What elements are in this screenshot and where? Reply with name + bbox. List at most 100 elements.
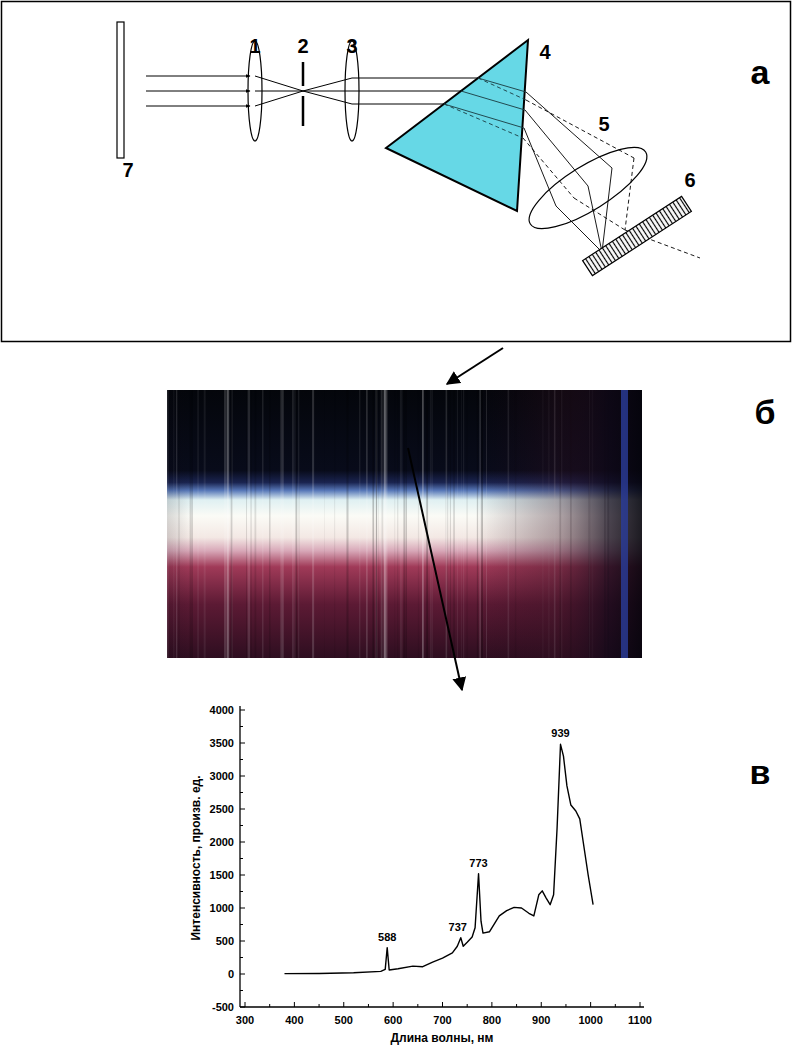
slit-jaw (302, 96, 305, 126)
tick-mark (467, 1004, 468, 1007)
tick-label: 1000 (210, 903, 234, 914)
tick-mark (240, 842, 245, 843)
ray (526, 100, 634, 158)
ray (574, 198, 625, 230)
ray (352, 78, 478, 79)
ray (523, 138, 574, 198)
callout-number: 4 (539, 42, 550, 62)
panel-arrow (408, 448, 462, 690)
callout-number: 1 (249, 36, 260, 56)
tick-label: 2500 (210, 804, 234, 815)
tick-label: 4000 (210, 705, 234, 716)
ray (352, 91, 461, 92)
ray (146, 76, 250, 77)
tick-label: 2000 (210, 837, 234, 848)
tick-label: -500 (212, 1002, 234, 1013)
callout-number: 2 (297, 36, 308, 56)
sample-plate (117, 22, 124, 158)
dispersed-rays (523, 92, 700, 258)
tick-mark (294, 1002, 295, 1007)
ray (146, 91, 250, 92)
detector-array (583, 196, 692, 275)
prism (386, 40, 528, 211)
tick-label: 500 (335, 1015, 353, 1026)
tick-mark (565, 1004, 566, 1007)
y-axis (239, 706, 240, 1007)
panel-arrow (447, 348, 503, 384)
tick-mark (240, 792, 243, 793)
ray (602, 168, 612, 252)
callout-number: 7 (122, 160, 133, 180)
callout-number: 5 (598, 114, 609, 134)
ray (525, 110, 588, 186)
tick-mark (240, 924, 243, 925)
ray (625, 158, 634, 230)
tick-mark (240, 1007, 245, 1008)
tick-mark (516, 1004, 517, 1007)
tick-mark (240, 941, 245, 942)
tick-mark (269, 1004, 270, 1007)
tick-mark (240, 908, 245, 909)
spectrum-curve (285, 744, 594, 973)
tick-label: 900 (532, 1015, 550, 1026)
tick-mark (615, 1004, 616, 1007)
tick-mark (240, 858, 243, 859)
spectrum-chart (240, 706, 644, 1007)
tick-label: 500 (216, 936, 234, 947)
tick-label: 800 (483, 1015, 501, 1026)
tick-label: 0 (228, 969, 234, 980)
panel-letter: б (754, 395, 775, 429)
tick-label: 1500 (210, 870, 234, 881)
tick-mark (640, 1002, 641, 1007)
tick-mark (240, 875, 245, 876)
tick-label: 600 (384, 1015, 402, 1026)
ray (461, 91, 525, 110)
callout-number: 3 (346, 36, 357, 56)
ray (478, 78, 526, 100)
peak-label: 737 (449, 922, 467, 933)
tick-mark (343, 1002, 344, 1007)
callout-number: 6 (684, 170, 695, 190)
tick-mark (240, 990, 243, 991)
tick-label: 400 (285, 1015, 303, 1026)
slit (302, 62, 305, 126)
tick-mark (240, 891, 243, 892)
axis-title: Интенсивность, произв. ед. (190, 775, 202, 940)
tick-mark (442, 1002, 443, 1007)
tick-mark (240, 957, 243, 958)
lens (248, 41, 262, 141)
tick-mark (240, 743, 245, 744)
tick-mark (240, 726, 243, 727)
blue-stripe (621, 390, 628, 658)
tick-mark (319, 1004, 320, 1007)
tick-mark (240, 825, 243, 826)
ray (444, 104, 523, 138)
lens (345, 41, 359, 141)
spectrum-image (167, 390, 642, 658)
tick-label: 3500 (210, 738, 234, 749)
ray (444, 104, 524, 128)
tick-mark (541, 1002, 542, 1007)
tick-mark (240, 974, 245, 975)
peak-label: 588 (378, 931, 396, 942)
peak-label: 939 (551, 728, 569, 739)
tick-mark (240, 759, 243, 760)
tick-mark (240, 809, 245, 810)
tick-mark (491, 1002, 492, 1007)
tick-mark (240, 710, 245, 711)
tick-label: 300 (236, 1015, 254, 1026)
spectrum-fade (167, 390, 642, 658)
ray (588, 186, 602, 252)
tick-mark (590, 1002, 591, 1007)
ray (352, 104, 444, 105)
rays-in-prism (444, 78, 526, 138)
light-rays (146, 76, 478, 106)
tick-mark (240, 776, 245, 777)
ray (556, 206, 602, 252)
panel-letter: в (750, 755, 771, 789)
tick-mark (417, 1004, 418, 1007)
panel-letter: а (751, 55, 770, 89)
